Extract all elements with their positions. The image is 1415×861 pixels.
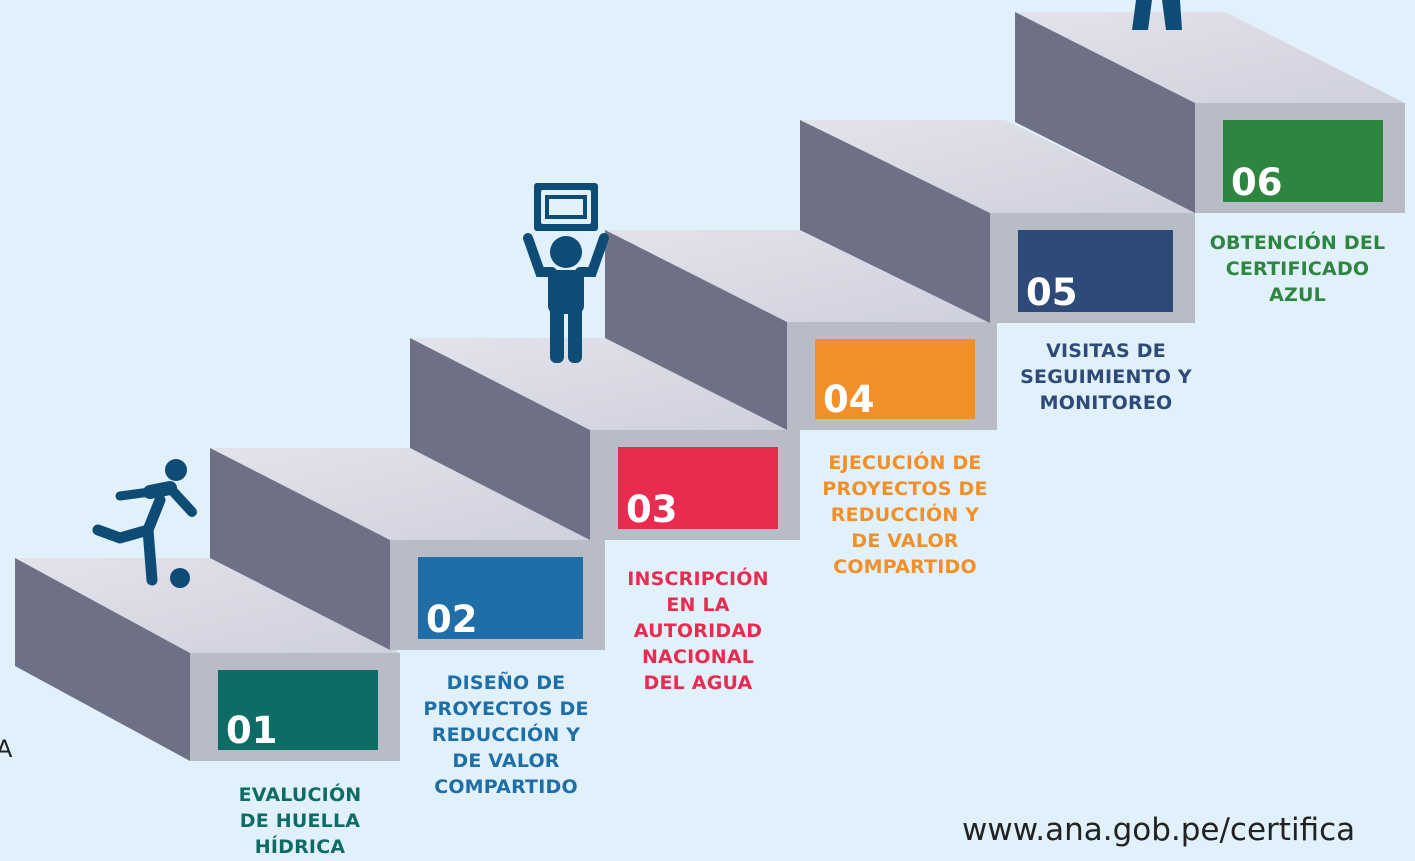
step-3-label: INSCRIPCIÓN EN LA AUTORIDAD NACIONAL DEL…: [627, 568, 769, 694]
kicking-person-icon: [92, 459, 197, 588]
step-6-label: OBTENCIÓN DEL CERTIFICADO AZUL: [1209, 232, 1386, 306]
step-6-side: [1015, 12, 1195, 213]
step-5-number: 05: [1026, 271, 1078, 314]
step-4-label: EJECUCIÓN DE PROYECTOS DE REDUCCIÓN Y DE…: [822, 452, 988, 578]
step-2-tread: [210, 448, 605, 540]
step-3-tread: [410, 338, 800, 430]
step-3-number-box: [618, 447, 778, 529]
step-5-side: [800, 120, 990, 323]
step-4-side: [605, 230, 787, 430]
step-1-tread: [15, 558, 400, 653]
stair-steps: 01 02 03 04 05 06: [15, 12, 1405, 761]
step-2-number-box: [418, 557, 583, 639]
website-url: www.ana.gob.pe/certifica: [962, 812, 1356, 848]
step-6-number: 06: [1231, 161, 1283, 204]
step-4-number: 04: [823, 378, 875, 421]
step-1-label: EVALUCIÓN DE HUELLA HÍDRICA: [238, 784, 362, 858]
person-legs-icon: [1132, 0, 1182, 30]
step-1-number-box: [218, 670, 378, 750]
step-5-number-box: [1018, 230, 1173, 312]
figures: [92, 0, 1182, 588]
step-2-number: 02: [426, 598, 478, 641]
step-4-tread: [605, 230, 997, 322]
step-2-label: DISEÑO DE PROYECTOS DE REDUCCIÓN Y DE VA…: [423, 672, 589, 798]
step-1-number: 01: [226, 709, 278, 752]
step-6-tread: [1015, 12, 1405, 103]
step-3-side: [410, 338, 590, 540]
step-6-number-box: [1223, 120, 1383, 202]
edge-letter: A: [0, 735, 13, 763]
person-holding-sign-icon: [523, 183, 609, 363]
step-4-number-box: [815, 339, 975, 419]
step-1-side: [15, 558, 190, 761]
step-3-number: 03: [626, 488, 678, 531]
step-2-side: [210, 448, 390, 650]
step-5-tread: [800, 120, 1195, 213]
step-5-label: VISITAS DE SEGUIMIENTO Y MONITOREO: [1020, 340, 1192, 414]
